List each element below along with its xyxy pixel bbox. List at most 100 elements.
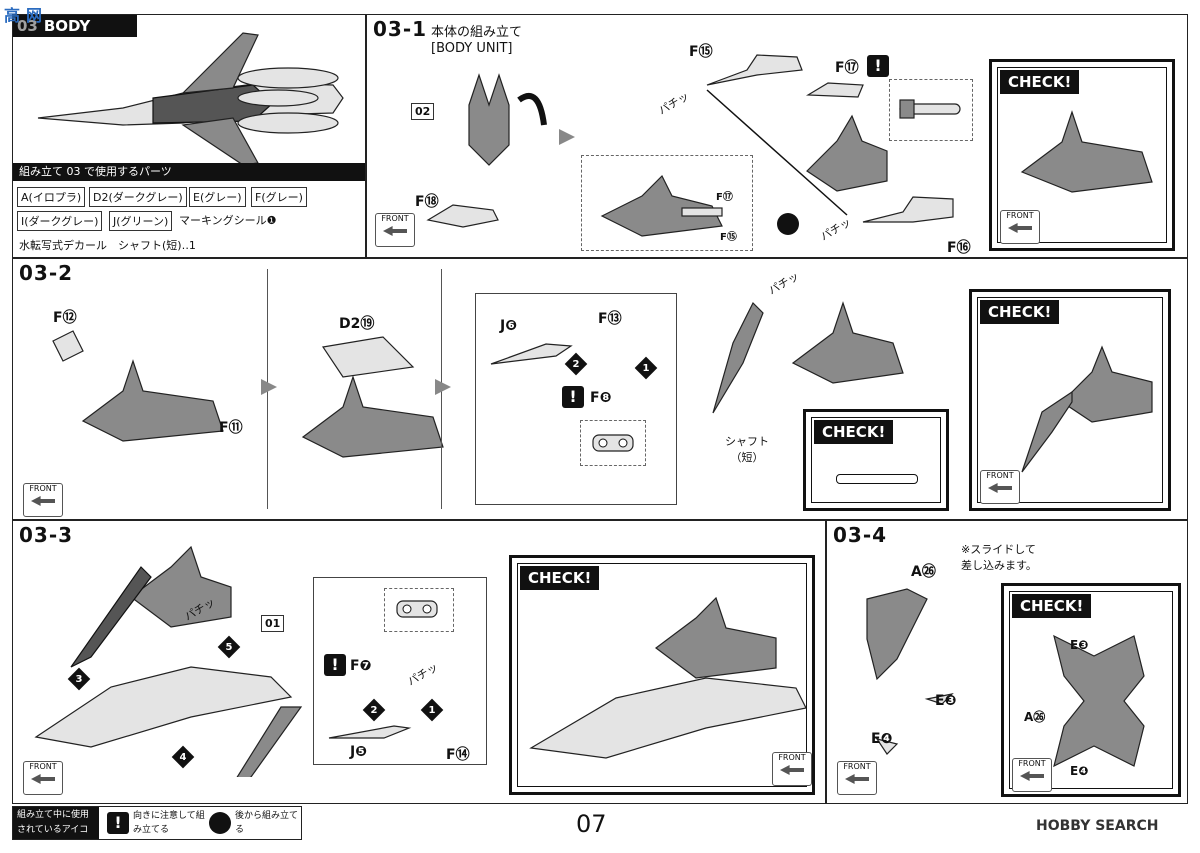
hobby-search-watermark: HOBBY SEARCH <box>1036 818 1158 834</box>
step-label-03-4: 03-4 <box>829 523 892 547</box>
front-indicator-1: FRONT <box>375 213 415 247</box>
step-03-2-panel: 03-2 F⑫ F⑪ FRONT D2⑲ J❻ F⑬ 2 1 ! F❽ パチッ … <box>12 258 1188 520</box>
check-title-03-2: CHECK! <box>980 300 1060 324</box>
part-d2: D2(ダークグレー) <box>89 187 187 207</box>
front-indicator-3: FRONT <box>23 483 63 517</box>
front-indicator-4: FRONT <box>980 470 1020 504</box>
check-title-03-3: CHECK! <box>520 566 600 590</box>
check-title-shaft: CHECK! <box>814 420 894 444</box>
caution-icon: ! <box>867 55 889 77</box>
step-label-03-3: 03-3 <box>15 523 78 547</box>
step-label-03-1: 03-1 <box>369 17 432 41</box>
caution-icon-2: ! <box>562 386 584 408</box>
front-indicator-7: FRONT <box>837 761 877 795</box>
caution-legend-text: 向きに注意して組み立てる <box>133 811 205 835</box>
check-box-03-1: CHECK! FRONT <box>989 59 1175 251</box>
section-overview-panel: 03 BODY 組み立て 03 で使用するパーツ A(イロプラ) D2(ダークグ… <box>12 14 366 258</box>
step-03-1-panel: 03-1 本体の組み立て [BODY UNIT] 02 F⑱ FRONT F⑰ … <box>366 14 1188 258</box>
upper-frame-part <box>468 73 547 166</box>
step-arrow-2 <box>261 379 277 395</box>
part-f12-label: F⑫ <box>53 310 77 326</box>
corner-logo-char1: 高 <box>4 6 21 25</box>
marking-sticker: マーキングシール❶ <box>179 214 277 227</box>
step-label-03-2: 03-2 <box>15 261 78 285</box>
build-later-icon <box>777 213 799 235</box>
part-a: A(イロプラ) <box>17 187 86 207</box>
check-illustration-03-3 <box>529 596 806 759</box>
check-illustration-03-1 <box>1020 110 1153 193</box>
part-f18-illustration <box>426 204 499 228</box>
decal-shaft: 水転写式デカール シャフト(短)‥1 <box>19 239 196 252</box>
part-i: I(ダークグレー) <box>17 211 103 231</box>
sequence-1: 1 <box>634 356 658 380</box>
part-e3-label: E❸ <box>935 693 957 709</box>
check-box-03-2: CHECK! FRONT <box>969 289 1171 511</box>
check-e4-label: E❹ <box>1070 764 1089 778</box>
detail-box-1: F⑰ F⑮ <box>581 155 753 251</box>
part-f18-label: F⑱ <box>415 194 439 210</box>
check-box-shaft: CHECK! <box>803 409 949 511</box>
icons-legend-label: 組み立て中に使用されているアイコン <box>13 807 99 850</box>
corner-logo: 高网 <box>4 2 42 26</box>
pin-detail-box <box>889 79 973 141</box>
section-badge: 03 BODY <box>13 15 137 37</box>
part-j: J(グリーン) <box>109 211 173 231</box>
shaft-label: シャフト （短） <box>725 435 769 464</box>
corner-logo-char2: 网 <box>26 6 43 25</box>
footer-icons-legend: 組み立て中に使用されているアイコン ! 向きに注意して組み立てる 後から組み立て… <box>12 806 302 850</box>
snap-label-5: パチッ <box>405 660 441 689</box>
step4-assembly-illustration <box>866 588 954 755</box>
build-later-legend-icon <box>209 812 231 834</box>
step2-assembly-c <box>712 301 904 414</box>
watermark-text: HOBBY SEARCH <box>1036 818 1159 834</box>
step-03-4-panel: 03-4 ※スライドして 差し込みます。 A㉖ E❸ E❹ FRONT CHEC… <box>826 520 1188 804</box>
part-e4-label: E❹ <box>871 731 893 747</box>
part-01-label: 01 <box>261 615 285 632</box>
part-02-label: 02 <box>411 103 435 120</box>
part-j5-illustration <box>328 725 412 739</box>
caution-icon-3: ! <box>324 654 346 676</box>
shaft-illustration <box>836 474 918 484</box>
step-03-3-panel: 03-3 3 4 5 パチッ 01 FRONT ! F❼ パチッ 2 1 J❺ … <box>12 520 826 804</box>
step2-assembly-b <box>301 336 444 458</box>
front-indicator-2: FRONT <box>1000 210 1040 244</box>
section-title: BODY <box>43 17 91 35</box>
check-title-03-4: CHECK! <box>1012 594 1092 618</box>
part-f16-label: F⑯ <box>947 240 971 256</box>
front-indicator-5: FRONT <box>23 761 63 795</box>
caution-legend-icon: ! <box>107 812 129 834</box>
check-title-03-1: CHECK! <box>1000 70 1080 94</box>
page-number: 07 <box>576 810 607 838</box>
parts-list-header: 組み立て 03 で使用するパーツ <box>13 163 365 181</box>
part-f16-illustration <box>862 196 954 223</box>
aircraft-body-illustration <box>37 32 344 166</box>
part-f7-label: F❼ <box>350 658 372 674</box>
step3-assembly-illustration <box>34 545 303 777</box>
check-a26-label: A㉖ <box>1024 710 1046 724</box>
part-d2-label: D2⑲ <box>339 316 375 332</box>
part-f14-label: F⑭ <box>446 747 470 763</box>
part-a26-label: A㉖ <box>911 564 936 580</box>
detail-f17-label: F⑰ <box>716 192 733 203</box>
front-indicator-6: FRONT <box>772 752 812 786</box>
part-f11-label: F⑪ <box>219 420 243 436</box>
slide-note: ※スライドして 差し込みます。 <box>961 543 1037 572</box>
part-f13-label: F⑬ <box>598 311 622 327</box>
step-arrow-1 <box>559 129 575 145</box>
step-title-jp: 本体の組み立て <box>431 25 523 40</box>
assembly-arrow-line <box>706 89 848 216</box>
build-later-legend-text: 後から組み立てる <box>235 811 299 835</box>
part-f15-label: F⑮ <box>689 44 713 60</box>
step-arrow-3 <box>435 379 451 395</box>
check-illustration-03-4 <box>1053 634 1145 768</box>
snap-label-1: パチッ <box>656 89 692 118</box>
check-box-03-4: CHECK! E❸ A㉖ E❹ FRONT <box>1001 583 1181 797</box>
part-f15-illustration <box>706 54 803 86</box>
pin-illustration <box>899 99 961 119</box>
check-illustration-03-2 <box>1021 345 1153 473</box>
detail-box-3: ! F❼ パチッ 2 1 J❺ F⑭ <box>313 577 487 765</box>
step2-assembly-a <box>52 330 224 442</box>
check-e3-label: E❸ <box>1070 638 1089 652</box>
part-j6-illustration <box>490 343 573 365</box>
f7-detail-box <box>384 588 454 632</box>
